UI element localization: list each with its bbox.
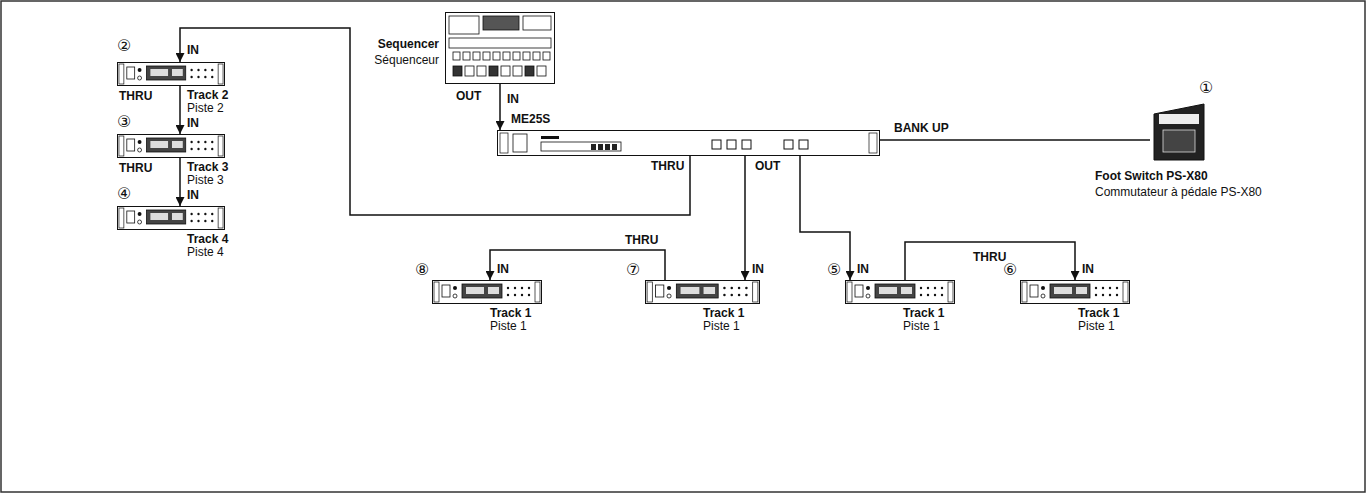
port-label: IN (856, 263, 870, 276)
sound-module-drawing (117, 206, 225, 230)
callout-number: ⑦ (625, 262, 641, 278)
callout-number: ④ (116, 186, 132, 202)
port-label: IN (506, 93, 520, 106)
port-label: THRU (118, 162, 153, 175)
sequencer-unit: SequencerSéquenceur (445, 12, 555, 84)
sound-module-drawing (845, 280, 955, 304)
callout-number: ⑥ (1002, 262, 1018, 278)
sound-module: Track 4Piste 4 (117, 206, 225, 230)
callout-number: ③ (116, 114, 132, 130)
port-label: IN (186, 44, 200, 57)
device-label: Track 1 (1078, 307, 1119, 320)
midi-cable (905, 242, 1075, 280)
device-label: Track 1 (703, 307, 744, 320)
device-label-fr: Piste 1 (903, 320, 940, 333)
callout-number: ① (1198, 80, 1214, 96)
port-label: THRU (650, 160, 685, 173)
midi-cable (499, 84, 501, 130)
device-label-fr: Piste 4 (187, 246, 224, 259)
port-label: BANK UP (893, 122, 950, 135)
sequencer-unit-drawing (445, 12, 555, 84)
device-label-fr: Piste 3 (187, 174, 224, 187)
device-label: Track 3 (187, 161, 228, 174)
foot-switch: Foot Switch PS-X80Commutateur à pédale P… (1150, 100, 1208, 162)
port-label: IN (186, 189, 200, 202)
midi-cable (744, 156, 746, 280)
midi-patchbay-unit-drawing (497, 130, 880, 156)
sound-module: Track 2Piste 2 (117, 62, 225, 86)
midi-patchbay-unit: ME25S (497, 130, 880, 156)
midi-cable (179, 86, 181, 134)
midi-cable (880, 139, 1150, 141)
device-label-fr: Commutateur à pédale PS-X80 (1095, 186, 1262, 199)
sound-module-drawing (117, 62, 225, 86)
callout-number: ② (116, 38, 132, 54)
sound-module-drawing (1020, 280, 1130, 304)
foot-switch-drawing (1150, 100, 1208, 162)
midi-cable (800, 156, 850, 280)
port-label: OUT (455, 90, 482, 103)
device-label: Foot Switch PS-X80 (1095, 170, 1208, 183)
device-label-fr: Piste 1 (703, 320, 740, 333)
port-label: IN (186, 117, 200, 130)
device-label-fr: Piste 2 (187, 102, 224, 115)
callout-number: ⑧ (414, 262, 430, 278)
sound-module: Track 1Piste 1 (1020, 280, 1130, 304)
port-label: OUT (754, 160, 781, 173)
sound-module: Track 1Piste 1 (432, 280, 542, 304)
device-label: Track 2 (187, 89, 228, 102)
port-label: THRU (624, 234, 659, 247)
port-label: IN (751, 263, 765, 276)
device-label: ME25S (511, 113, 550, 126)
sound-module: Track 3Piste 3 (117, 134, 225, 158)
sound-module-drawing (645, 280, 760, 304)
device-label-fr: Piste 1 (1078, 320, 1115, 333)
port-label: IN (496, 263, 510, 276)
port-label: IN (1081, 263, 1095, 276)
midi-cable (180, 28, 690, 215)
sound-module: Track 1Piste 1 (645, 280, 760, 304)
midi-cable (179, 158, 181, 206)
sound-module: Track 1Piste 1 (845, 280, 955, 304)
port-label: THRU (972, 251, 1007, 264)
sound-module-drawing (432, 280, 542, 304)
device-label: Track 1 (903, 307, 944, 320)
device-label-fr: Piste 1 (490, 320, 527, 333)
port-label: THRU (118, 90, 153, 103)
device-label: Sequencer (378, 38, 439, 51)
device-label-fr: Séquenceur (374, 54, 439, 67)
device-label: Track 4 (187, 233, 228, 246)
sound-module-drawing (117, 134, 225, 158)
midi-cable (490, 250, 665, 280)
device-label: Track 1 (490, 307, 531, 320)
callout-number: ⑤ (826, 262, 842, 278)
